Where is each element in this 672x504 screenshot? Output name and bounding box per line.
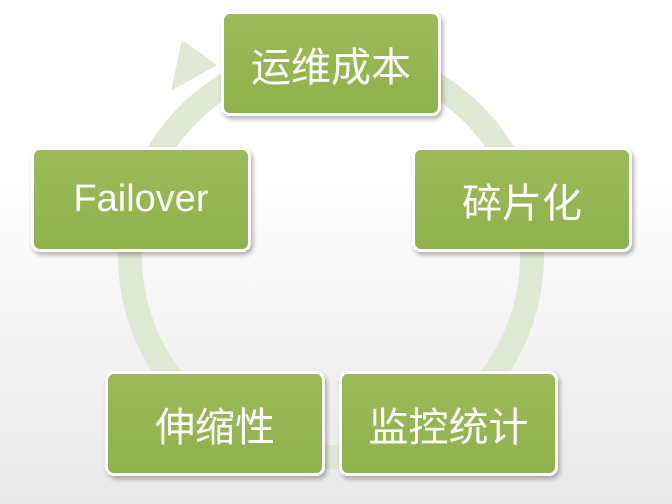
- cycle-node-label: Failover: [73, 178, 209, 220]
- cycle-node-label: 伸缩性: [155, 404, 275, 451]
- cycle-node-label: 碎片化: [462, 180, 582, 227]
- cycle-node-scalability: 伸缩性: [105, 371, 325, 476]
- cycle-node-monitoring-stats: 监控统计: [339, 371, 558, 476]
- cycle-node-label: 监控统计: [368, 404, 529, 451]
- cycle-node-fragmentation: 碎片化: [412, 147, 632, 252]
- cycle-node-failover: Failover: [31, 147, 251, 252]
- cycle-node-label: 运维成本: [251, 44, 411, 91]
- cycle-arrowhead: [171, 40, 217, 91]
- cycle-node-ops-cost: 运维成本: [221, 11, 441, 116]
